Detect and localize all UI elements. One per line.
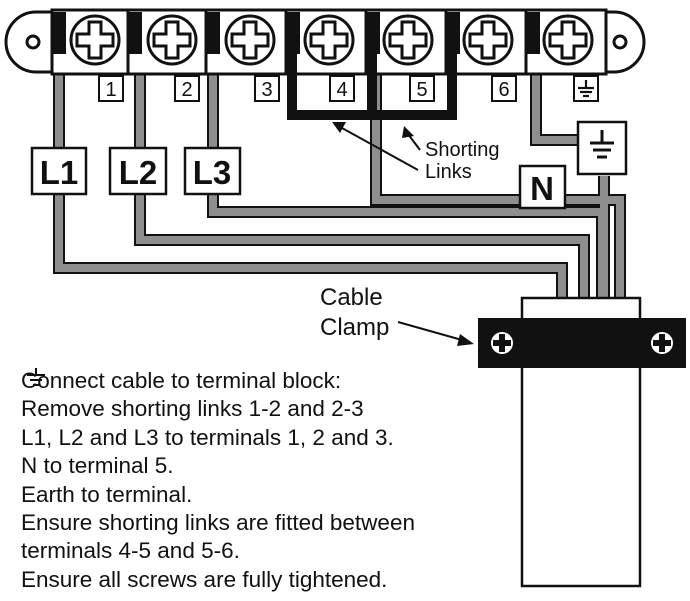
instruction-line-5: Earth to terminal. (21, 368, 521, 509)
instructions: Connect cable to terminal block: Remove … (21, 367, 521, 594)
shorting-link-5-6 (372, 52, 457, 120)
screw-5 (382, 14, 434, 66)
terminal-label-1: 1 (105, 79, 116, 101)
wire-n (372, 52, 624, 300)
wire-label-l1: L1 (40, 154, 79, 191)
terminal-label-5: 5 (416, 79, 427, 101)
shorting-link-4-5 (287, 52, 377, 120)
instruction-line-6: Ensure shorting links are fitted between (21, 509, 415, 535)
mounting-hole-left (25, 34, 41, 50)
clamp-screw-right (651, 332, 673, 354)
cable-clamp: Cable Clamp (320, 284, 686, 368)
earth-inline-icon (27, 368, 45, 386)
cable-clamp-label-line1: Cable (320, 284, 383, 311)
instruction-line-1: Connect cable to terminal block: (21, 368, 342, 393)
terminal-label-2: 2 (181, 79, 192, 101)
earth-icon (578, 80, 594, 98)
screws (69, 14, 594, 66)
screw-3 (224, 14, 276, 66)
instruction-line-5-start: Earth to (21, 481, 100, 507)
shorting-links-label-line2: Links (425, 161, 472, 183)
instruction-line-7: terminals 4-5 and 5-6. (21, 538, 240, 564)
instruction-line-2: Remove shorting links 1-2 and 2-3 (21, 396, 364, 422)
wire-label-l3: L3 (193, 154, 232, 191)
screw-earth (542, 14, 594, 66)
wire-labels: L1 L2 L3 N (30, 120, 628, 210)
instruction-line-5-end: terminal. (99, 481, 193, 507)
terminal-label-4: 4 (336, 79, 347, 101)
screw-1 (69, 14, 121, 66)
wire-l2 (136, 52, 588, 300)
instruction-line-8: Ensure all screws are fully tightened. (21, 566, 388, 592)
terminal-block: 1 2 3 4 5 6 (4, 8, 646, 120)
wire-label-l2: L2 (119, 154, 158, 191)
screw-2 (146, 14, 198, 66)
screw-6 (462, 14, 514, 66)
clamp-screw-left (491, 332, 513, 354)
shorting-links-label-line1: Shorting (425, 139, 500, 161)
instruction-line-4: N to terminal 5. (21, 453, 174, 479)
terminal-label-6: 6 (498, 79, 509, 101)
wire-label-n: N (530, 170, 554, 207)
instruction-line-3: L1, L2 and L3 to terminals 1, 2 and 3. (21, 424, 394, 450)
terminal-label-3: 3 (261, 79, 272, 101)
screw-4 (303, 14, 355, 66)
mounting-hole-right (612, 34, 628, 50)
cable-clamp-label-line2: Clamp (320, 314, 389, 341)
earth-label-icon (590, 130, 614, 159)
shorting-links-callout: Shorting Links (332, 122, 500, 183)
